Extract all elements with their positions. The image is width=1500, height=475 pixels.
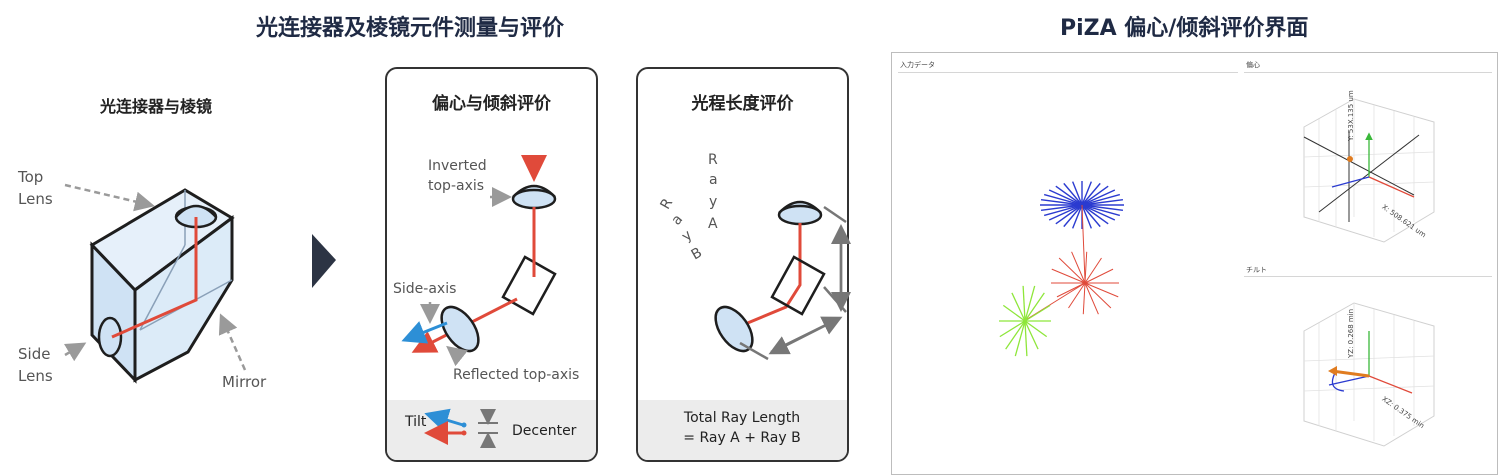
- prism-mirror-face: [133, 215, 234, 383]
- side-lens-label-line2: Lens: [18, 367, 53, 385]
- total-length-line2: = Ray A + Ray B: [683, 430, 801, 446]
- ray-a-letter-2: a: [709, 172, 718, 188]
- inverted-label-line1: Inverted: [428, 158, 487, 174]
- side-lens-label-line1: Side: [18, 345, 51, 363]
- tilt-diagram: [401, 155, 557, 448]
- ray-a-letter-4: A: [708, 216, 718, 232]
- decenter-tab[interactable]: 偏心: [1246, 61, 1260, 69]
- chevron-right-icon: [312, 234, 336, 288]
- prism-ray: [111, 217, 198, 339]
- right-title: PiZA 偏心/倾斜评价界面: [1060, 16, 1309, 41]
- tilt-tab[interactable]: チルト: [1246, 266, 1267, 274]
- tilt-y-value: YZ: 0.268 min: [1347, 308, 1355, 358]
- side-lens: [97, 316, 123, 358]
- decenter-label: Decenter: [512, 423, 577, 439]
- top-lens-label-line2: Lens: [18, 190, 53, 208]
- left-title: 光连接器及棱镜元件测量与评价: [256, 16, 565, 41]
- total-length-line1: Total Ray Length: [683, 410, 801, 426]
- card-ray-length-title: 光程长度评价: [691, 94, 794, 114]
- decenter-3d-plot: [1303, 98, 1435, 243]
- card-decenter-tilt: 偏心与倾斜评价: [385, 67, 598, 462]
- inverted-label-line2: top-axis: [428, 178, 485, 194]
- prism-diagram: [64, 183, 247, 384]
- reflected-label: Reflected top-axis: [453, 367, 580, 383]
- tilt-label: Tilt: [405, 414, 427, 430]
- ray-a-letter-1: R: [708, 152, 718, 168]
- input-3d-view: [999, 181, 1124, 357]
- mirror-label: Mirror: [222, 373, 267, 391]
- prism-heading: 光连接器与棱镜: [100, 97, 213, 116]
- input-data-tab[interactable]: 入力データ: [900, 61, 935, 69]
- ray-a-letter-3: y: [709, 194, 718, 210]
- piza-software-panel: 入力データ 偏心 チルト Y: 53X.135 um X: 508.621 um: [891, 52, 1498, 475]
- side-axis-label: Side-axis: [393, 281, 457, 297]
- card-decenter-tilt-title: 偏心与倾斜评价: [432, 94, 551, 114]
- decenter-y-value: Y: 53X.135 um: [1347, 90, 1355, 141]
- card-ray-length: 光程长度评价: [636, 67, 849, 462]
- card-ray-length-footer: [638, 400, 847, 460]
- ray-length-diagram: [714, 200, 851, 361]
- tilt-3d-plot: [1303, 302, 1435, 447]
- top-lens-label-line1: Top: [18, 168, 44, 186]
